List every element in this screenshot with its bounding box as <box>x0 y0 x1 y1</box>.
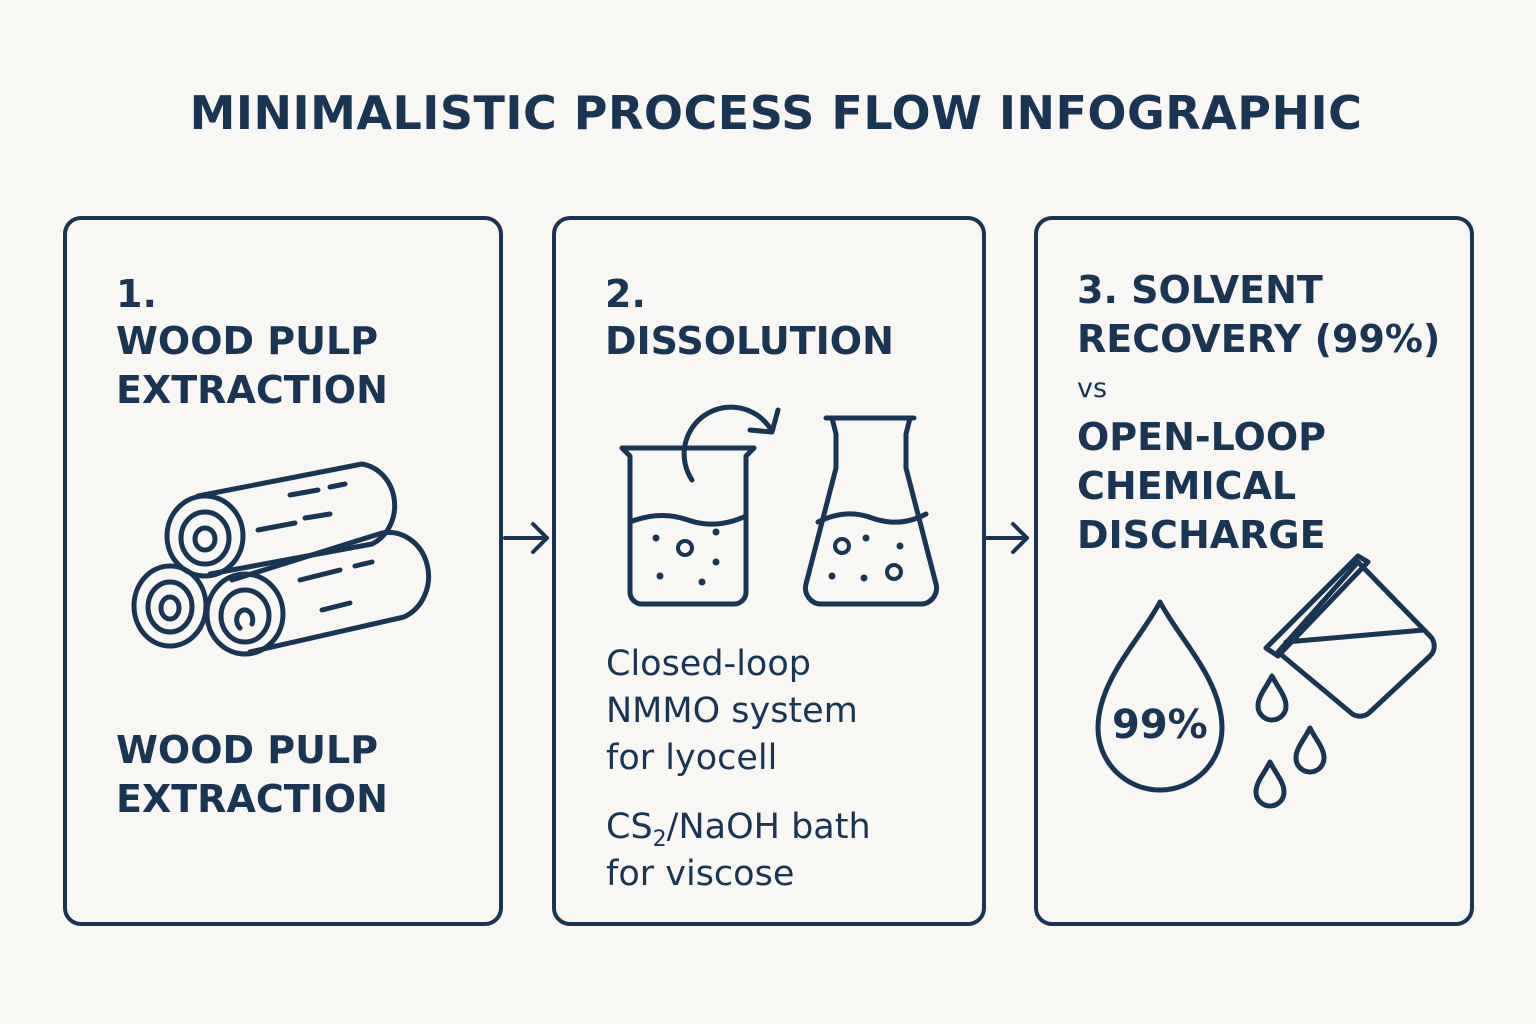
page-title: MINIMALISTIC PROCESS FLOW INFOGRAPHIC <box>189 86 1363 140</box>
lyocell-description: Closed-loop NMMO system for lyocell <box>606 644 858 778</box>
viscose-description-line-2: for viscose <box>606 854 795 894</box>
arrow-right-icon <box>985 522 1029 554</box>
step-1-card <box>63 216 503 926</box>
step-2-heading: DISSOLUTION <box>605 319 894 363</box>
step-1-number: 1. <box>116 272 157 316</box>
step-2-card <box>552 216 986 926</box>
step-3-heading-2: OPEN-LOOP CHEMICAL DISCHARGE <box>1077 415 1327 557</box>
step-2-number: 2. <box>605 272 646 316</box>
vs-label: vs <box>1077 373 1108 404</box>
step-3-heading: 3. SOLVENT RECOVERY (99%) <box>1077 268 1441 361</box>
step-1-caption: WOOD PULP EXTRACTION <box>116 728 388 821</box>
step-3-card <box>1034 216 1474 926</box>
drop-percentage: 99% <box>1112 702 1208 748</box>
arrow-right-icon <box>503 522 549 554</box>
step-1-heading: WOOD PULP EXTRACTION <box>116 319 388 412</box>
viscose-description-line-1: CS2/NaOH bath <box>606 807 871 852</box>
